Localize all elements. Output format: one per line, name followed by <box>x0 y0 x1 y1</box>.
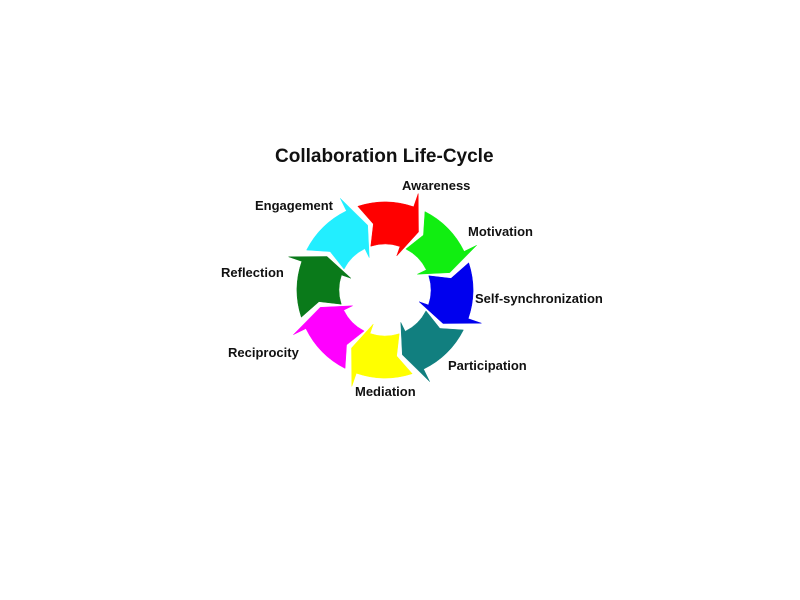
label-reflection: Reflection <box>221 265 284 280</box>
label-engagement: Engagement <box>255 198 334 213</box>
arrow-segment-reflection <box>288 256 352 318</box>
arrow-segment-engagement <box>306 198 370 270</box>
cycle-labels: Awareness Motivation Self-synchronizatio… <box>221 178 603 399</box>
arrow-segment-awareness <box>357 193 419 257</box>
cycle-arrows <box>288 193 482 387</box>
label-motivation: Motivation <box>468 224 533 239</box>
arrow-segment-participation <box>400 310 464 382</box>
diagram-title: Collaboration Life-Cycle <box>275 146 494 167</box>
label-mediation: Mediation <box>355 384 416 399</box>
label-awareness: Awareness <box>402 178 470 193</box>
arrow-segment-self-synchronization <box>418 262 482 324</box>
arrow-segment-mediation <box>351 323 413 387</box>
label-participation: Participation <box>448 358 527 373</box>
label-reciprocity: Reciprocity <box>228 345 300 360</box>
label-self-synchronization: Self-synchronization <box>475 291 603 306</box>
arrow-segment-motivation <box>405 211 477 275</box>
arrow-segment-reciprocity <box>293 305 365 369</box>
